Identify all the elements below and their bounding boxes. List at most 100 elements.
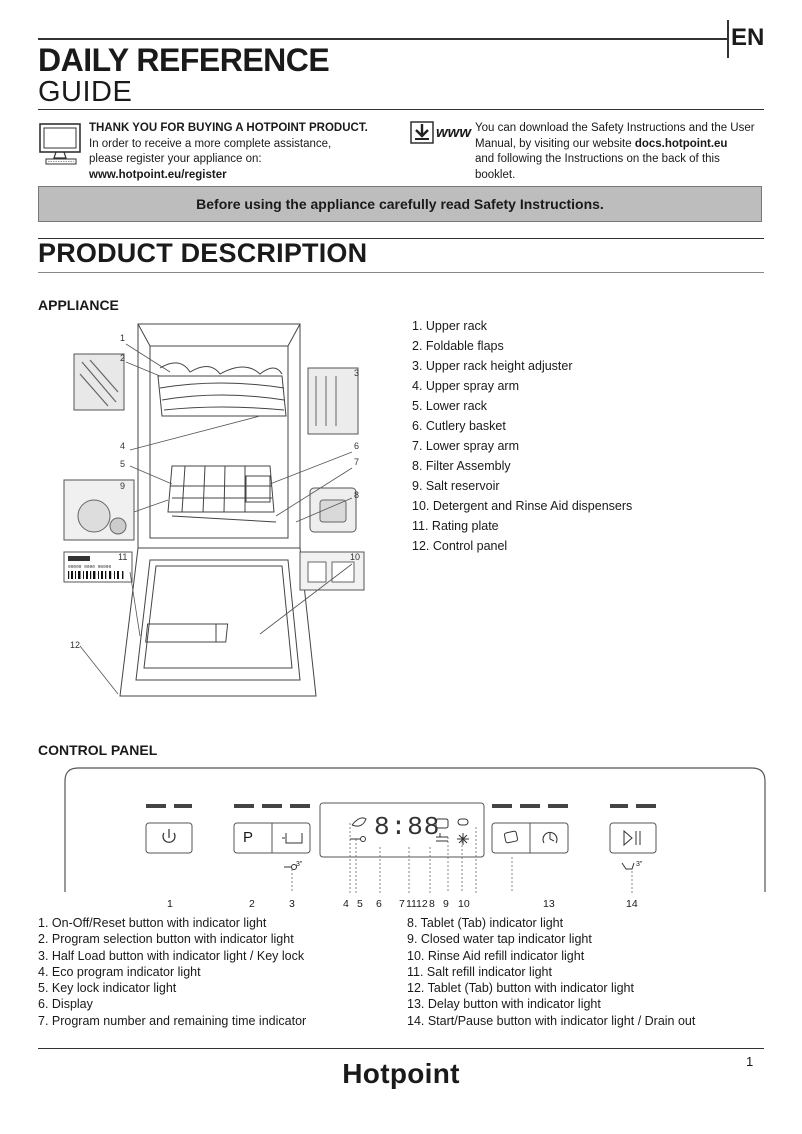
list-item: 5. Key lock indicator light xyxy=(38,981,177,996)
panel-number: 5 xyxy=(357,898,363,910)
intro-download: You can download the Safety Instructions… xyxy=(475,121,770,183)
list-item: 6. Display xyxy=(38,997,93,1012)
control-panel-numbers: 1 2 3 4 5 6 7 11 12 8 9 10 13 14 xyxy=(0,898,802,912)
panel-number: 10 xyxy=(458,898,470,910)
start-pause-button[interactable] xyxy=(610,823,656,853)
list-item: 7. Program number and remaining time ind… xyxy=(38,1013,307,1028)
callout-2: 2 xyxy=(120,353,126,363)
list-item: 11. Rating plate xyxy=(412,519,499,533)
header-bottom-rule xyxy=(38,109,764,110)
list-item: 10. Rinse Aid refill indicator light xyxy=(407,948,585,963)
computer-monitor-icon xyxy=(38,122,84,166)
tablet-indicator-icon xyxy=(435,818,449,829)
drain-hint-text: 3" xyxy=(636,861,643,868)
panel-number: 9 xyxy=(443,898,449,910)
header-top-rule xyxy=(38,38,728,40)
safety-banner: Before using the appliance carefully rea… xyxy=(38,186,762,222)
callout-1: 1 xyxy=(120,333,126,343)
callout-5: 5 xyxy=(120,459,126,469)
list-item: 9. Closed water tap indicator light xyxy=(407,932,592,947)
callout-9: 9 xyxy=(120,481,126,491)
list-item: 8. Tablet (Tab) indicator light xyxy=(407,916,564,930)
control-panel-list-left: 1. On-Off/Reset button with indicator li… xyxy=(38,915,398,1029)
list-item: 12. Tablet (Tab) button with indicator l… xyxy=(407,981,634,996)
page-title: DAILY REFERENCE xyxy=(38,42,330,78)
section-bottom-rule xyxy=(38,272,764,273)
callout-3: 3 xyxy=(354,368,360,378)
list-item: 12. Control panel xyxy=(412,539,508,553)
callout-11: 11 xyxy=(118,552,128,562)
display-digits: 8:88 xyxy=(374,812,441,842)
section-top-rule xyxy=(38,238,764,239)
dishwasher-illustration: 00000 0000 00000 1 2 3 4 5 6 xyxy=(60,316,380,706)
delay-button[interactable] xyxy=(530,823,568,853)
www-label: www xyxy=(436,124,472,141)
list-item: 1. On-Off/Reset button with indicator li… xyxy=(38,916,267,930)
list-item: 3. Half Load button with indicator light… xyxy=(38,948,305,963)
download-line-2-text: Manual, by visiting our website xyxy=(475,137,635,150)
language-code: EN xyxy=(731,24,765,51)
section-title: PRODUCT DESCRIPTION xyxy=(38,238,368,268)
list-item: 1. Upper rack xyxy=(412,319,488,333)
start-pause-icon xyxy=(623,829,641,847)
power-icon xyxy=(162,829,176,843)
callout-6: 6 xyxy=(354,441,360,451)
list-item: 2. Foldable flaps xyxy=(412,339,504,353)
panel-number: 2 xyxy=(249,898,255,910)
callout-8: 8 xyxy=(354,490,360,500)
callout-7: 7 xyxy=(354,457,360,467)
docs-url-link[interactable]: docs.hotpoint.eu xyxy=(634,137,728,150)
download-line-4: booklet. xyxy=(475,168,516,181)
tablet-button-icon xyxy=(503,830,519,844)
delay-icon xyxy=(542,831,558,844)
download-line-3: and following the Instructions on the ba… xyxy=(475,153,720,165)
register-url-link[interactable]: www.hotpoint.eu/register xyxy=(89,168,227,181)
panel-number: 1 xyxy=(167,898,173,910)
key-lock-hint-icon xyxy=(284,864,297,870)
language-divider xyxy=(727,20,729,58)
panel-number: 7 xyxy=(399,898,405,910)
rating-plate-text: 00000 0000 00000 xyxy=(68,564,112,570)
panel-number: 11 xyxy=(406,898,417,910)
list-item: 9. Salt reservoir xyxy=(412,479,500,493)
callout-4: 4 xyxy=(120,441,126,451)
register-line-1: In order to receive a more complete assi… xyxy=(89,137,332,150)
list-item: 5. Lower rack xyxy=(412,399,488,413)
half-load-button[interactable] xyxy=(272,823,310,853)
panel-number: 13 xyxy=(543,898,555,910)
download-www-icon: www xyxy=(410,121,472,145)
footer-rule xyxy=(38,1048,764,1049)
half-load-icon xyxy=(282,833,303,844)
list-item: 8. Filter Assembly xyxy=(412,459,511,473)
intro-register: THANK YOU FOR BUYING A HOTPOINT PRODUCT.… xyxy=(89,121,399,183)
brand-logo: Hotpoint xyxy=(342,1058,460,1089)
list-item: 3. Upper rack height adjuster xyxy=(412,359,573,373)
control-panel-illustration: P 8:88 3" 3" xyxy=(64,767,766,895)
program-button-label: P xyxy=(243,829,254,846)
program-selection-button[interactable] xyxy=(234,823,272,853)
list-item: 2. Program selection button with indicat… xyxy=(38,932,294,947)
register-line-2: please register your appliance on: xyxy=(89,153,262,165)
salt-refill-icon xyxy=(457,818,469,826)
on-off-reset-button[interactable] xyxy=(146,823,192,853)
eco-leaf-icon xyxy=(351,817,367,827)
control-panel-list-right: 8. Tablet (Tab) indicator light 9. Close… xyxy=(407,915,777,1029)
list-item: 6. Cutlery basket xyxy=(412,419,506,433)
water-tap-icon xyxy=(436,833,448,842)
list-item: 4. Eco program indicator light xyxy=(38,964,201,979)
panel-number: 4 xyxy=(343,898,349,910)
callout-12: 12 xyxy=(70,640,81,650)
panel-number: 14 xyxy=(626,898,638,910)
rinse-aid-icon xyxy=(457,833,469,845)
panel-number: 12 xyxy=(416,898,428,910)
tablet-button[interactable] xyxy=(492,823,530,853)
list-item: 4. Upper spray arm xyxy=(412,379,519,393)
list-item: 10. Detergent and Rinse Aid dispensers xyxy=(412,499,633,513)
panel-number: 3 xyxy=(289,898,295,910)
list-item: 7. Lower spray arm xyxy=(412,439,519,453)
panel-number: 6 xyxy=(376,898,382,910)
download-line-1: You can download the Safety Instructions… xyxy=(475,122,755,134)
key-lock-hint-text: 3" xyxy=(296,861,303,868)
register-heading: THANK YOU FOR BUYING A HOTPOINT PRODUCT. xyxy=(89,122,368,134)
page-number: 1 xyxy=(746,1054,754,1069)
